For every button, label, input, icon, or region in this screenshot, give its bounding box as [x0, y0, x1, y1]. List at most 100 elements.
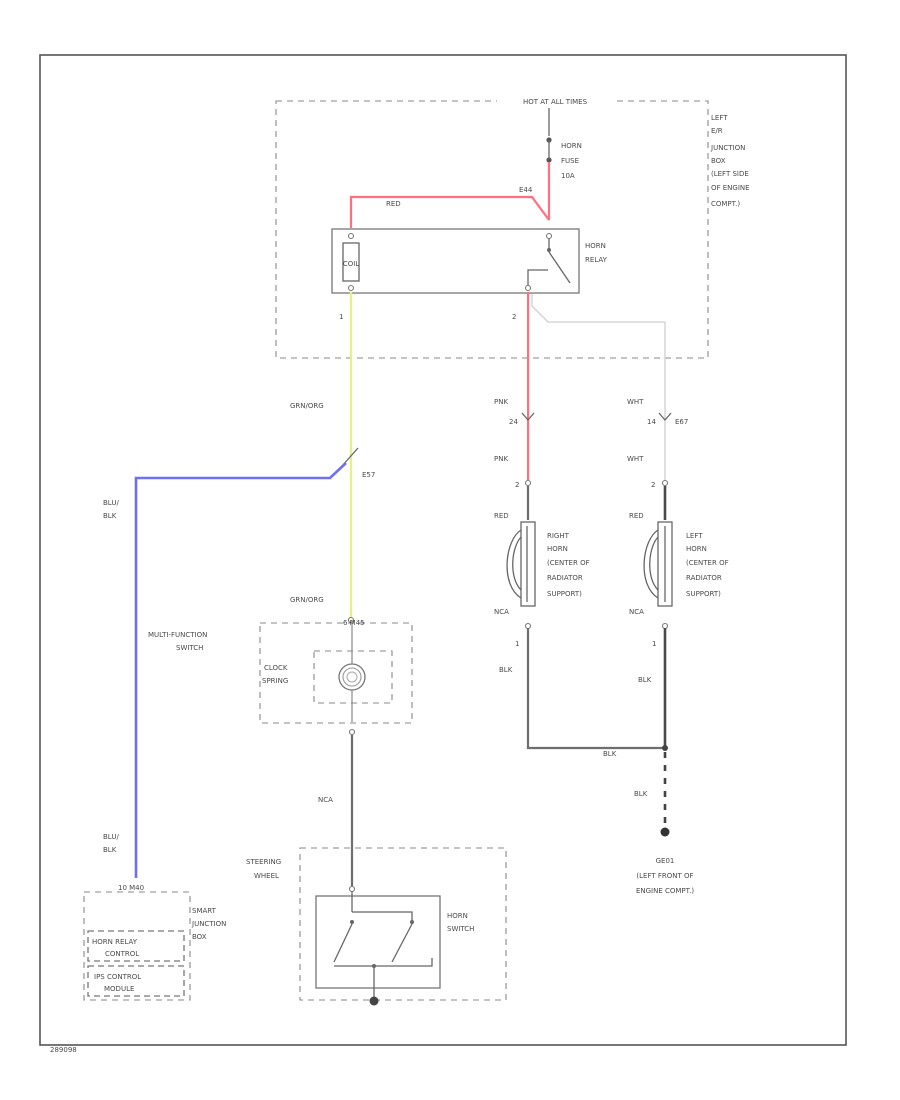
relay-contact-lower — [527, 269, 548, 288]
wht-lower-label: WHT — [627, 455, 644, 463]
e57-connector-label: E57 — [362, 471, 375, 479]
svg-text:SUPPORT): SUPPORT) — [686, 590, 721, 598]
svg-text:GE01: GE01 — [656, 857, 675, 865]
svg-text:CLOCK: CLOCK — [264, 664, 288, 672]
right-horn-pin-1 — [524, 622, 532, 630]
svg-text:LEFT: LEFT — [711, 114, 728, 122]
grn-org-upper-label: GRN/ORG — [290, 402, 324, 410]
red-left-horn-label: RED — [629, 512, 644, 520]
blu-blk-wire — [134, 462, 347, 878]
left-horn-pin-2-label: 2 — [651, 481, 655, 489]
horn-fuse — [546, 108, 552, 163]
svg-text:RIGHT: RIGHT — [547, 532, 570, 540]
relay-pin-1-label: 1 — [339, 313, 343, 321]
right-horn-pin-2 — [524, 479, 532, 487]
svg-text:HORN: HORN — [561, 142, 582, 150]
svg-text:SUPPORT): SUPPORT) — [547, 590, 582, 598]
svg-text:RADIATOR: RADIATOR — [686, 574, 722, 582]
svg-text:BLU/: BLU/ — [103, 499, 119, 507]
svg-text:BLK: BLK — [103, 512, 117, 520]
svg-text:SPRING: SPRING — [262, 677, 288, 685]
horn-switch-box — [315, 895, 441, 989]
red-wire-to-coil — [349, 195, 550, 228]
wht-upper-label: WHT — [627, 398, 644, 406]
svg-text:RELAY: RELAY — [585, 256, 608, 264]
svg-text:E/R: E/R — [711, 127, 723, 135]
pnk-lower-label: PNK — [494, 455, 508, 463]
right-horn-pin-2-label: 2 — [515, 481, 519, 489]
right-horn-pin-1-label: 1 — [515, 640, 519, 648]
blk-ground-label: BLK — [634, 790, 648, 798]
relay-coil — [342, 242, 360, 282]
wht-wire — [531, 294, 666, 480]
svg-text:(LEFT FRONT OF: (LEFT FRONT OF — [636, 872, 693, 880]
relay-coil-pin-bottom — [347, 284, 355, 292]
smart-ips-line-2: MODULE — [104, 985, 134, 993]
blk-right-ground-wire — [526, 628, 665, 750]
smart-ips-line-1: IPS CONTROL — [94, 973, 141, 981]
horn-fuse-label: HORN FUSE 10A — [561, 142, 582, 180]
relay-pin-2-label: 2 — [512, 313, 516, 321]
ground-label: GE01 (LEFT FRONT OF ENGINE COMPT.) — [636, 857, 694, 895]
relay-coil-label: COIL — [343, 260, 359, 268]
right-horn-icon — [506, 521, 536, 607]
red-wire-label: RED — [386, 200, 401, 208]
svg-text:HORN: HORN — [547, 545, 568, 553]
multi-function-switch-outline — [259, 622, 413, 724]
smart-relay-control-line-1: HORN RELAY — [92, 938, 138, 946]
smart-junction-label: SMART JUNCTION BOX — [191, 907, 226, 941]
svg-text:OF ENGINE: OF ENGINE — [711, 184, 750, 192]
clock-spring-coil-icon — [338, 620, 366, 722]
steering-wheel-label: STEERING WHEEL — [246, 858, 281, 880]
connector-24-label: 24 — [509, 418, 518, 426]
svg-text:(CENTER OF: (CENTER OF — [686, 559, 729, 567]
nca-right-label: NCA — [494, 608, 509, 616]
ground-splice — [662, 745, 668, 751]
blu-blk-upper-label: BLU/ BLK — [103, 499, 119, 520]
svg-text:JUNCTION: JUNCTION — [710, 144, 745, 152]
horn-relay-label: HORN RELAY — [585, 242, 608, 264]
svg-text:SWITCH: SWITCH — [447, 925, 474, 933]
multi-function-switch-label: MULTI-FUNCTION SWITCH — [148, 631, 207, 652]
svg-text:(LEFT SIDE: (LEFT SIDE — [711, 170, 749, 178]
svg-text:SMART: SMART — [192, 907, 217, 915]
relay-contact-top — [545, 232, 553, 240]
ground-ge01-icon — [660, 827, 670, 837]
svg-text:BOX: BOX — [192, 933, 207, 941]
nca-left-label: NCA — [629, 608, 644, 616]
svg-text:FUSE: FUSE — [561, 157, 579, 165]
svg-text:HORN: HORN — [585, 242, 606, 250]
svg-text:(CENTER OF: (CENTER OF — [547, 559, 590, 567]
svg-text:JUNCTION: JUNCTION — [191, 920, 226, 928]
svg-text:HORN: HORN — [686, 545, 707, 553]
svg-text:HORN: HORN — [447, 912, 468, 920]
svg-text:RADIATOR: RADIATOR — [547, 574, 583, 582]
svg-text:LEFT: LEFT — [686, 532, 703, 540]
left-horn-pin-1 — [661, 622, 669, 630]
connector-14 — [658, 412, 672, 421]
diagram-code-label: 289098 — [50, 1046, 77, 1054]
m45-connector-label: 6 M45 — [343, 619, 365, 627]
grn-org-lower-label: GRN/ORG — [290, 596, 324, 604]
right-horn-label: RIGHT HORN (CENTER OF RADIATOR SUPPORT) — [547, 532, 590, 598]
blk-ground-join-label: BLK — [603, 750, 617, 758]
svg-text:10 M40: 10 M40 — [118, 884, 144, 892]
connector-24 — [521, 412, 535, 421]
svg-text:BOX: BOX — [711, 157, 726, 165]
nca-clock-label: NCA — [318, 796, 333, 804]
left-horn-pin-2 — [661, 479, 669, 487]
diagram-frame — [39, 54, 847, 1046]
svg-text:BLU/: BLU/ — [103, 833, 119, 841]
smart-junction-box: 10 M40 — [83, 884, 191, 1001]
svg-text:STEERING: STEERING — [246, 858, 281, 866]
relay-coil-pin-top — [347, 232, 355, 240]
junction-box-label: LEFT E/R JUNCTION BOX (LEFT SIDE OF ENGI… — [710, 114, 750, 208]
svg-text:SWITCH: SWITCH — [176, 644, 203, 652]
multi-function-bottom-pin — [348, 728, 356, 736]
e67-connector-label: E67 — [675, 418, 688, 426]
e44-connector-label: E44 — [519, 186, 533, 194]
svg-text:10A: 10A — [561, 172, 575, 180]
left-horn-pin-1-label: 1 — [652, 640, 656, 648]
svg-text:BLK: BLK — [103, 846, 117, 854]
